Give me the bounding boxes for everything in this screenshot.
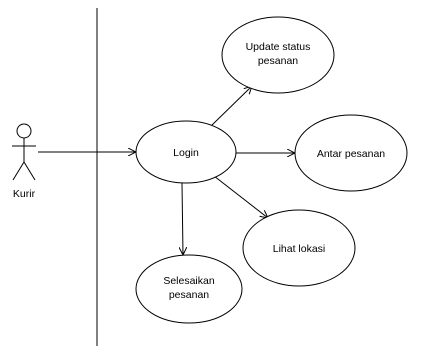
- use-case-lihat-lokasi-ellipse: [242, 209, 356, 287]
- use-case-lihat-lokasi[interactable]: Lihat lokasi: [242, 209, 356, 287]
- use-case-login[interactable]: Login: [135, 120, 237, 184]
- actor-kurir: [12, 123, 36, 181]
- use-case-antar-pesanan-label: Antar pesanan: [317, 148, 385, 160]
- actor-right-leg: [23, 161, 36, 181]
- use-case-login-ellipse: [135, 120, 237, 184]
- arrow-login-to-update-status: [210, 86, 252, 127]
- use-case-selesaikan-label-line2: pesanan: [169, 289, 209, 301]
- use-case-selesaikan-label-line1: Selesaikan: [163, 275, 215, 287]
- use-case-update-status-label-line2: pesanan: [258, 55, 298, 67]
- use-case-update-status[interactable]: Update status pesanan: [221, 16, 335, 94]
- actor-head: [16, 123, 32, 139]
- use-case-selesaikan-pesanan[interactable]: Selesaikan pesanan: [135, 254, 243, 324]
- use-case-antar-pesanan-ellipse: [294, 114, 408, 192]
- use-case-update-status-label-line1: Update status: [246, 41, 311, 53]
- actor-label: Kurir: [13, 188, 36, 200]
- use-case-lihat-lokasi-label: Lihat lokasi: [273, 243, 326, 255]
- actor-left-leg: [12, 161, 25, 181]
- arrow-login-to-selesaikan: [182, 182, 183, 255]
- use-case-selesaikan-ellipse: [135, 254, 243, 324]
- arrow-login-to-lihat-lokasi: [213, 175, 268, 218]
- use-case-antar-pesanan[interactable]: Antar pesanan: [294, 114, 408, 192]
- use-case-login-label: Login: [173, 147, 199, 159]
- use-case-update-status-ellipse: [221, 16, 335, 94]
